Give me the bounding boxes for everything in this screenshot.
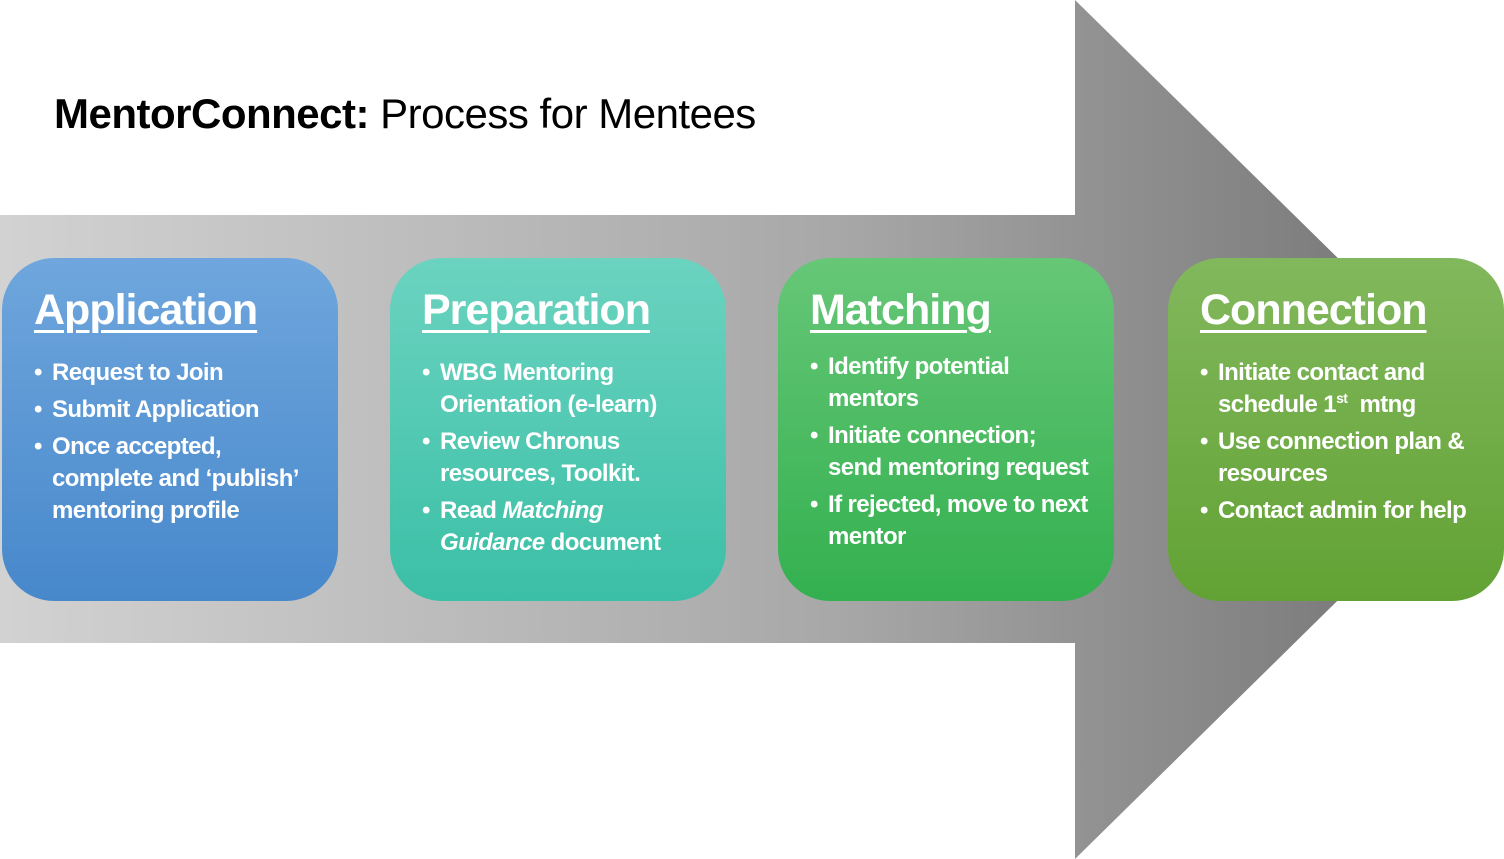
item-text: Initiate contact and schedule 1	[1218, 359, 1425, 418]
item-text: Read	[440, 497, 503, 524]
item-text: mtng	[1347, 391, 1416, 418]
item-superscript: st	[1336, 390, 1348, 406]
list-item: Contact admin for help	[1200, 495, 1484, 527]
step-heading: Preparation	[422, 286, 651, 334]
list-item: Use connection plan & resources	[1200, 426, 1484, 490]
step-connection: Connection Initiate contact and schedule…	[1168, 258, 1504, 601]
list-item: Review Chronus resources, Toolkit.	[422, 426, 706, 490]
title-text: Process for Mentees	[368, 90, 756, 137]
item-italic: Guidance	[440, 529, 545, 556]
item-text: document	[544, 529, 661, 556]
step-matching: Matching Identify potential mentors Init…	[778, 258, 1114, 601]
step-preparation: Preparation WBG Mentoring Orientation (e…	[390, 258, 726, 601]
step-heading: Application	[34, 286, 258, 334]
list-item: Request to Join	[34, 357, 318, 389]
list-item: WBG Mentoring Orientation (e-learn)	[422, 357, 706, 421]
step-heading: Matching	[810, 286, 992, 334]
item-italic: Matching	[502, 497, 603, 524]
step-heading: Connection	[1200, 286, 1427, 334]
list-item: Once accepted, complete and ‘publish’ me…	[34, 431, 318, 527]
list-item: If rejected, move to next mentor	[810, 489, 1094, 553]
list-item: Initiate connection; send mentoring requ…	[810, 420, 1094, 484]
step-application: Application Request to Join Submit Appli…	[2, 258, 338, 601]
page-title: MentorConnect: Process for Mentees	[54, 90, 756, 138]
list-item: Identify potential mentors	[810, 351, 1094, 415]
list-item: Submit Application	[34, 394, 318, 426]
list-item: Initiate contact and schedule 1st mtng	[1200, 357, 1484, 421]
title-brand: MentorConnect:	[54, 90, 369, 137]
